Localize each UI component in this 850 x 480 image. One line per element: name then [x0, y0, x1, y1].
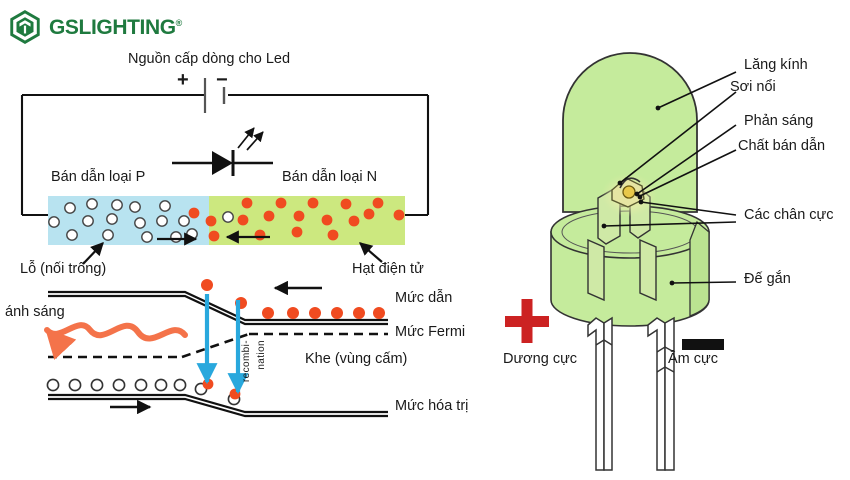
- fermi-transition-segment: [181, 332, 250, 359]
- callout-base-label: Đế gắn: [744, 271, 791, 287]
- trademark-symbol: ®: [175, 17, 183, 28]
- callout-endpoint-dots: [601, 105, 675, 286]
- callout-leader-lines: [603, 71, 737, 284]
- anode-plus-icon: [505, 299, 549, 343]
- semiconductor-chip: [622, 185, 636, 199]
- brand-name-text: GSLIGHTING: [49, 15, 176, 39]
- power-source-label: Nguồn cấp dòng cho Led: [128, 51, 291, 67]
- callout-semiconductor-label: Chất bán dẫn: [738, 138, 826, 154]
- conduction-band-line: [48, 290, 388, 326]
- callout-bondwire-label: Sơi nổi: [730, 79, 776, 95]
- anode-label: Dương cực: [503, 351, 578, 367]
- left-diagram-graphics: [20, 78, 430, 418]
- carrier-drift-arrows: [157, 230, 270, 246]
- brand-logo: GSLIGHTING®: [8, 10, 182, 44]
- callout-leads-label: Các chân cực: [744, 207, 834, 223]
- hole-label: Lỗ (nối trống): [20, 261, 107, 277]
- hexagon-cube-icon: [10, 10, 40, 44]
- conduction-level-label: Mức dẫn: [395, 290, 453, 306]
- battery-symbol: [203, 78, 226, 113]
- brand-name: GSLIGHTING®: [49, 17, 182, 38]
- led-flange-facet: [689, 220, 710, 317]
- callout-reflector-label: Phản sáng: [744, 113, 814, 129]
- electron-particles: [188, 197, 405, 242]
- callout-lens-label: Lăng kính: [744, 57, 808, 73]
- circuit-wire-loop: [20, 93, 430, 217]
- fermi-level-label: Mức Fermi: [395, 324, 466, 340]
- bandgap-label: Khe (vùng cấm): [305, 351, 408, 367]
- conduction-electrons: [201, 279, 385, 319]
- led-epoxy-body: [562, 52, 698, 213]
- light-wave-icon: [44, 322, 188, 360]
- electron-label: Hạt điện tử: [352, 261, 424, 277]
- recombination-arrows: [196, 294, 249, 395]
- bond-wire: [619, 177, 641, 189]
- cathode-minus-icon: [682, 339, 724, 350]
- cathode-label: Âm cực: [668, 351, 718, 367]
- light-label: ánh sáng: [5, 304, 65, 320]
- particle-callout-lines: [82, 242, 383, 265]
- battery-plus-label: +: [177, 69, 189, 91]
- led-pins: [587, 316, 675, 471]
- led-pin-notches: [595, 339, 675, 373]
- battery-minus-label: −: [216, 69, 228, 91]
- led-diode-symbol: [172, 127, 273, 176]
- valence-band-line: [48, 393, 388, 418]
- p-type-label: Bán dẫn loại P: [51, 169, 146, 185]
- valence-level-label: Mức hóa trị: [395, 398, 469, 414]
- n-type-label: Bán dẫn loại N: [282, 169, 378, 185]
